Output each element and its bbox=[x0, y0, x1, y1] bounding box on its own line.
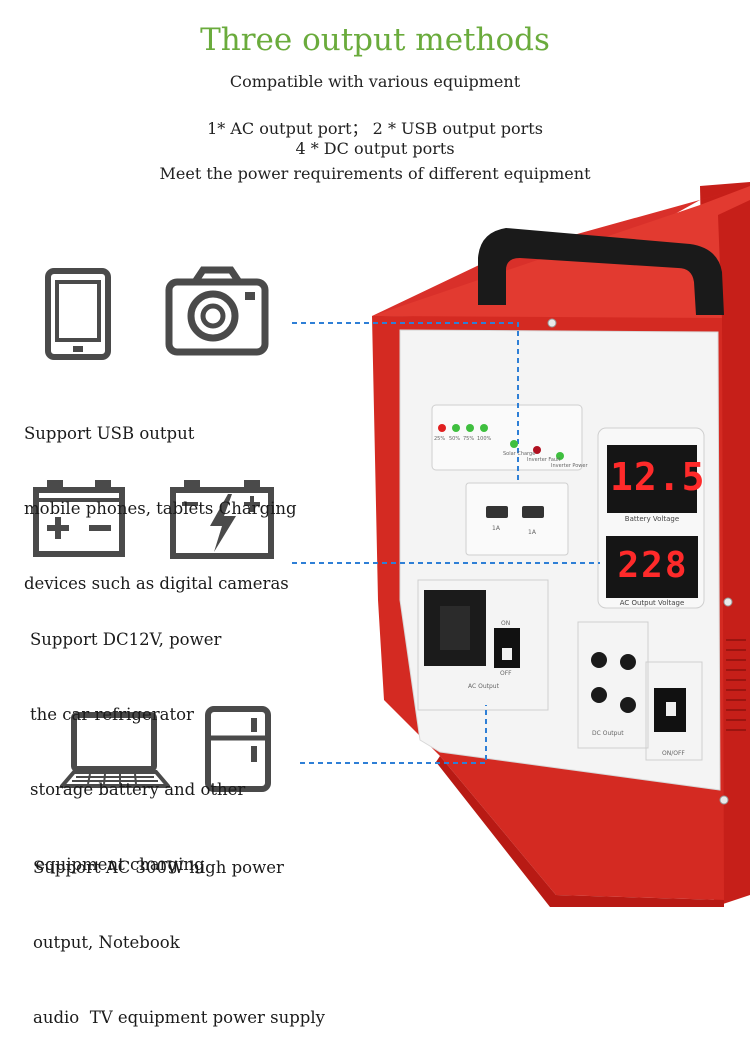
charging-battery-icon bbox=[170, 480, 274, 559]
battery-voltage-display: 12.5 bbox=[610, 455, 706, 499]
ac-caption-line: Support AC 300W high power bbox=[33, 858, 284, 877]
battery-100-led bbox=[480, 424, 488, 432]
inverter-fault-led bbox=[533, 446, 541, 454]
solar-charge-led bbox=[510, 440, 518, 448]
ac-voltage-display: 228 bbox=[617, 545, 689, 586]
camera-icon bbox=[165, 266, 269, 356]
usb-port-2-label: 1A bbox=[528, 529, 536, 536]
usb-caption-line: devices such as digital cameras bbox=[24, 574, 289, 593]
dc-output-label: DC Output bbox=[592, 730, 624, 737]
ac-feature-caption: Support AC 300W high power output, Noteb… bbox=[33, 805, 325, 1055]
spec-line-dc: 4 * DC output ports bbox=[295, 139, 455, 158]
usb-port-1-label: 1A bbox=[492, 525, 500, 532]
laptop-icon bbox=[60, 712, 170, 788]
usb-caption-line: Support USB output bbox=[24, 424, 195, 443]
refrigerator-icon bbox=[205, 706, 271, 792]
usb-caption-line: mobile phones, tablets Charging bbox=[24, 499, 297, 518]
dc-caption-line: the car refrigerator bbox=[30, 705, 194, 724]
ac-switch-off-label: OFF bbox=[500, 670, 512, 677]
dc-caption-line: Support DC12V, power bbox=[30, 630, 222, 649]
battery-75-label: 75% bbox=[463, 436, 475, 442]
inverter-power-label: Inverter Power bbox=[551, 463, 588, 469]
dc-feature-caption: Support DC12V, power the car refrigerato… bbox=[30, 577, 245, 902]
spec-line-ports: 1* AC output port； 2 * USB output ports bbox=[207, 119, 543, 138]
battery-25-label: 25% bbox=[434, 436, 446, 442]
battery-50-label: 50% bbox=[449, 436, 461, 442]
ac-caption-line: audio TV equipment power supply bbox=[33, 1008, 325, 1027]
dc-caption-line: storage battery and other bbox=[30, 780, 246, 799]
battery-100-label: 100% bbox=[477, 436, 492, 442]
page-subtitle: Compatible with various equipment bbox=[229, 72, 521, 91]
page-title: Three output methods bbox=[200, 22, 550, 58]
usb-feature-caption: Support USB output mobile phones, tablet… bbox=[24, 371, 297, 621]
ac-output-label: AC Output bbox=[468, 683, 499, 690]
battery-50-led bbox=[452, 424, 460, 432]
dc-caption-line: equipment charging bbox=[30, 855, 205, 874]
battery-voltage-label: Battery Voltage bbox=[624, 515, 680, 523]
battery-icon bbox=[33, 480, 125, 557]
power-station-illustration bbox=[292, 182, 750, 907]
ac-caption-line: output, Notebook bbox=[33, 933, 180, 952]
ac-switch-on-label: ON bbox=[501, 620, 511, 627]
battery-75-led bbox=[466, 424, 474, 432]
ac-voltage-label: AC Output Voltage bbox=[619, 599, 685, 607]
solar-charge-label: Solar Charge bbox=[503, 451, 536, 457]
inverter-fault-label: Inverter Fault bbox=[527, 457, 561, 463]
spec-line-requirements: Meet the power requirements of different… bbox=[159, 164, 591, 183]
tablet-icon bbox=[45, 268, 111, 360]
inverter-power-led bbox=[556, 452, 564, 460]
battery-25-led bbox=[438, 424, 446, 432]
dc-switch-label: ON/OFF bbox=[662, 750, 685, 757]
